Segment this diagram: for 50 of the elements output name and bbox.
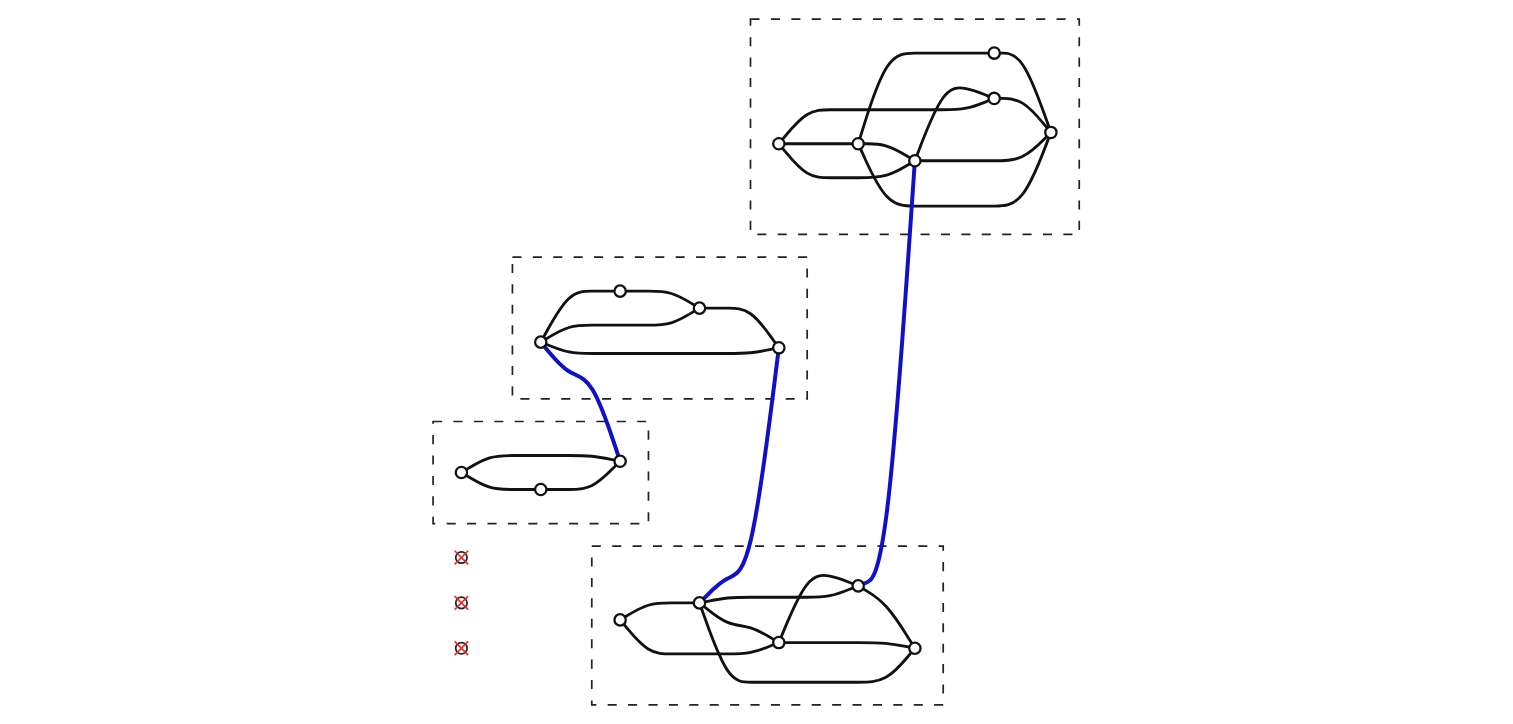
- connector-line: [784, 142, 853, 146]
- graph-node: [613, 454, 628, 468]
- connector-line: [781, 99, 990, 141]
- graph-node: [851, 136, 866, 151]
- connector-line: [862, 587, 914, 645]
- connector-line: [702, 353, 781, 601]
- connector-line: [546, 464, 618, 491]
- connector-line: [915, 86, 990, 156]
- connector-line: [864, 142, 912, 160]
- connector-line: [920, 135, 1049, 163]
- connector-line: [863, 166, 917, 586]
- graph-node: [772, 341, 786, 355]
- graph-node: [613, 284, 628, 298]
- connector-line: [465, 454, 616, 471]
- connector-line: [624, 601, 695, 619]
- connector-line: [545, 342, 774, 355]
- graph-node: [908, 153, 922, 168]
- graph-node: [693, 301, 707, 315]
- connector-line: [545, 309, 696, 341]
- connector-line: [858, 51, 989, 139]
- graph-node: [693, 596, 707, 610]
- graph-node: [772, 136, 786, 151]
- graph-node: [534, 335, 548, 349]
- connector-line: [781, 147, 912, 180]
- connector-line: [465, 474, 536, 491]
- connector-line: [784, 641, 910, 649]
- graph-node: [851, 579, 866, 593]
- connector-line: [780, 573, 854, 638]
- graph-node: [987, 91, 1002, 106]
- graph-node: [1044, 125, 1059, 140]
- connector-line: [1000, 97, 1049, 129]
- connector-line: [626, 289, 696, 307]
- connector-line: [623, 623, 775, 656]
- graph-node: [987, 46, 1002, 60]
- connector-line: [700, 607, 913, 684]
- connector-line: [543, 345, 621, 457]
- graph-node: [534, 482, 548, 497]
- graph-node: [454, 465, 469, 480]
- graph-node: [613, 613, 628, 627]
- connector-line: [542, 289, 615, 338]
- connector-line: [705, 586, 854, 604]
- crossed-out-node: [454, 595, 470, 611]
- connector-line: [859, 137, 1051, 208]
- connector-line: [705, 306, 778, 345]
- crossed-out-node: [454, 549, 470, 566]
- graph-node: [908, 641, 922, 656]
- crossed-out-node: [454, 640, 470, 656]
- graph-node: [772, 635, 786, 650]
- connector-line: [703, 605, 776, 641]
- connector-line: [1000, 51, 1051, 128]
